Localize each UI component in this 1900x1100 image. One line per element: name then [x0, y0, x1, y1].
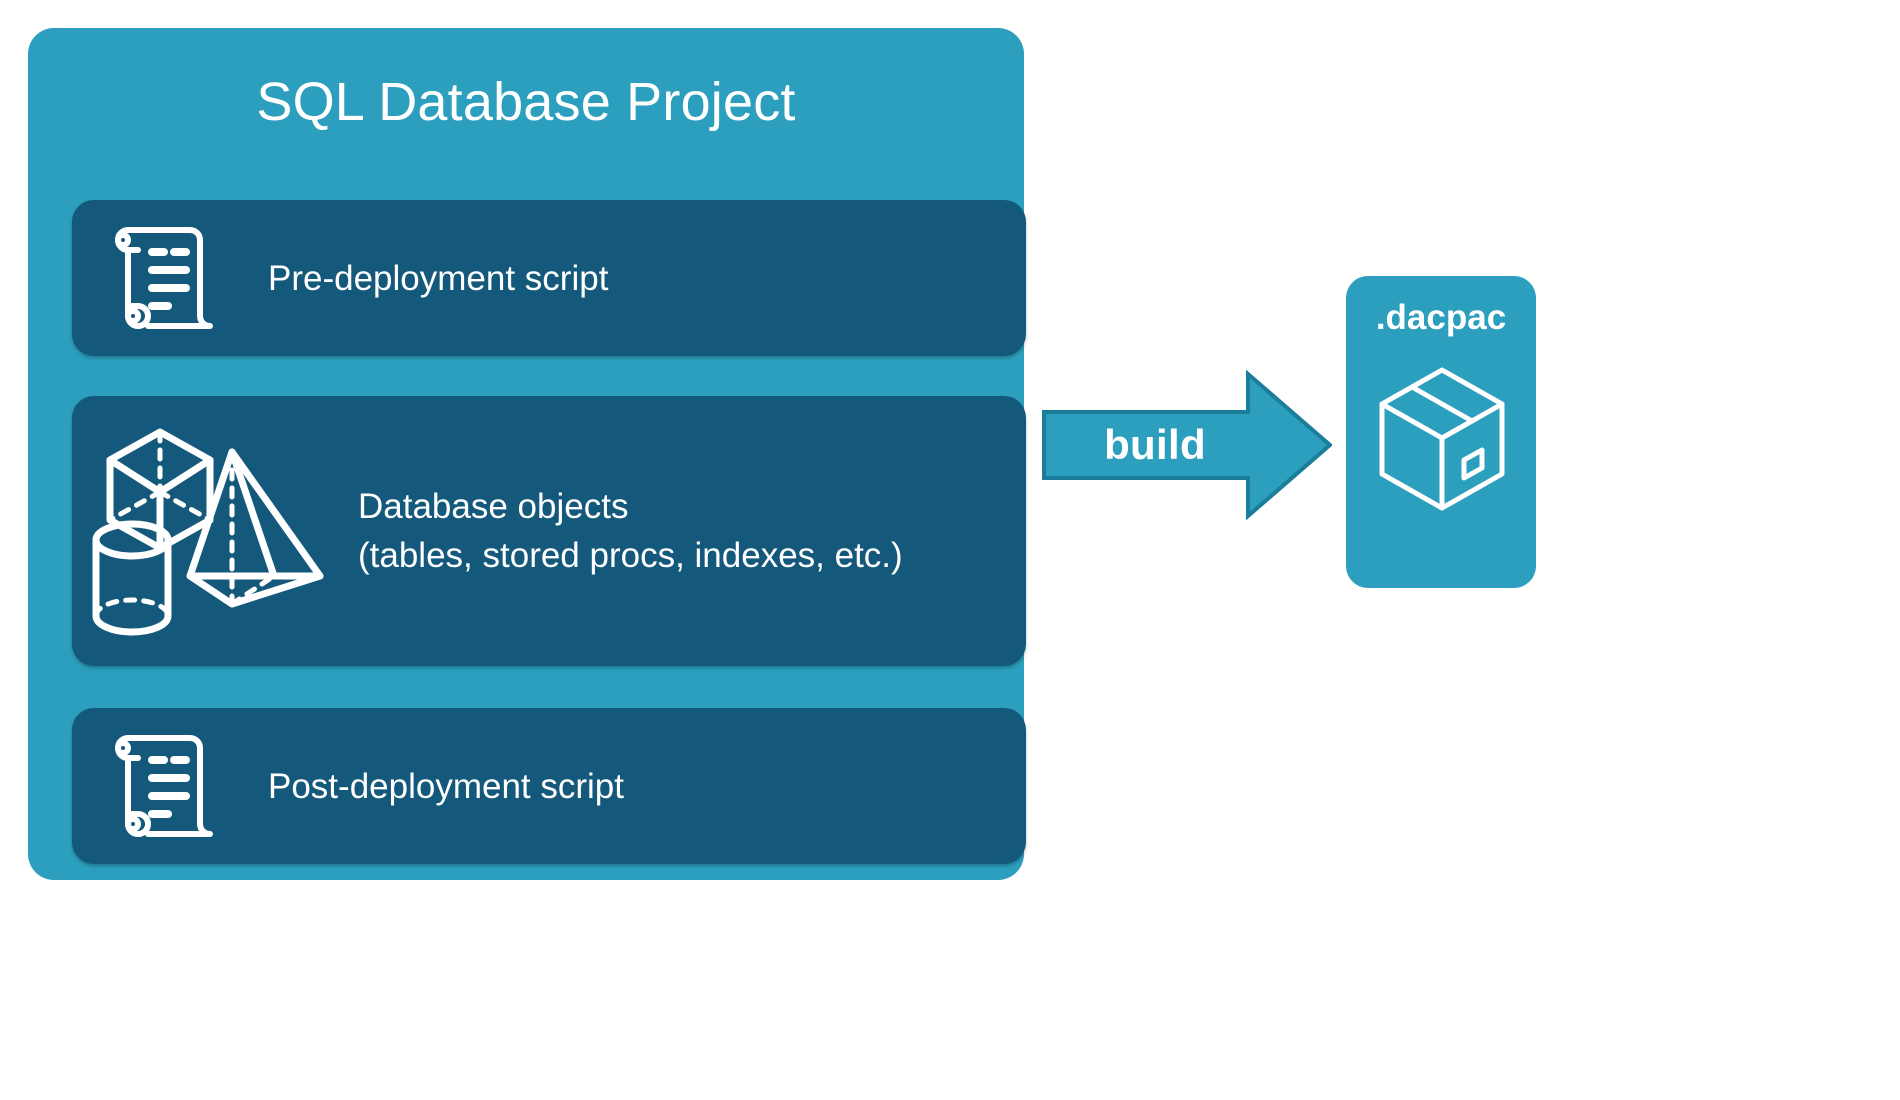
- cylinder-shape: [92, 520, 172, 636]
- panel-database-objects-label: Database objects (tables, stored procs, …: [358, 487, 903, 575]
- scroll-icon: [96, 730, 226, 842]
- 3d-shapes-icon: [82, 408, 342, 656]
- panel-pre-deployment-label: Pre-deployment script: [268, 258, 609, 298]
- panel-database-objects[interactable]: Database objects (tables, stored procs, …: [72, 396, 1026, 666]
- panel-pre-deployment[interactable]: Pre-deployment script: [72, 200, 1026, 356]
- project-title: SQL Database Project: [256, 72, 796, 132]
- build-arrow-label: build: [1104, 421, 1206, 468]
- build-arrow-shape: [1042, 369, 1334, 521]
- pyramid-shape: [186, 448, 324, 608]
- scroll-icon: [96, 222, 226, 334]
- build-arrow: build: [1042, 369, 1334, 521]
- sql-database-project-card: SQL Database Project: [28, 28, 1026, 880]
- dacpac-card: .dacpac: [1346, 276, 1536, 588]
- panel-post-deployment[interactable]: Post-deployment script: [72, 708, 1026, 864]
- package-box-icon: [1374, 364, 1510, 514]
- panel-post-deployment-label: Post-deployment script: [268, 766, 624, 806]
- dacpac-title: .dacpac: [1375, 298, 1507, 337]
